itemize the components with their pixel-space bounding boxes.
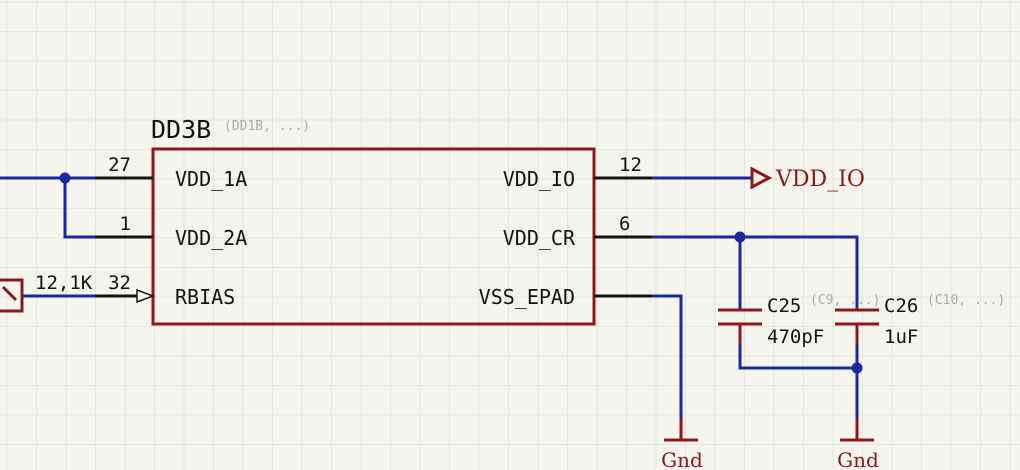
junction-dot-left bbox=[59, 172, 71, 184]
chip-alternate-refs: (DD1B, ...) bbox=[224, 119, 310, 134]
pin-name-vdd-1a: VDD_1A bbox=[175, 167, 247, 191]
pin-input-arrow-icon bbox=[136, 288, 156, 304]
wire-c25-bottom[interactable] bbox=[738, 344, 857, 370]
pin-number-vdd-io: 12 bbox=[619, 154, 642, 176]
net-label-vdd-io[interactable]: VDD_IO bbox=[775, 167, 865, 192]
resistor-value: 12,1K bbox=[35, 272, 93, 294]
wire-vdd-2a[interactable] bbox=[63, 178, 95, 239]
chip-reference: DD3B bbox=[151, 115, 211, 144]
resistor-slash-icon bbox=[1, 285, 18, 302]
capacitor-c26[interactable] bbox=[835, 308, 879, 344]
pin-number-vdd-1a: 27 bbox=[108, 154, 131, 176]
net-port-arrow-icon bbox=[750, 166, 773, 190]
ground-label-1: Gnd bbox=[661, 448, 703, 470]
resistor-symbol[interactable] bbox=[0, 278, 24, 313]
wire-vss-epad[interactable] bbox=[652, 294, 683, 440]
pin-number-vdd-cr: 6 bbox=[619, 213, 630, 235]
ground-symbol-icon[interactable] bbox=[840, 418, 874, 442]
junction-dot-vdd-cr bbox=[734, 231, 746, 243]
c26-reference: C26 bbox=[884, 295, 918, 317]
c25-reference: C25 bbox=[767, 295, 801, 317]
pin-name-rbias: RBIAS bbox=[175, 285, 235, 309]
c25-alternate-refs: (C9, ...) bbox=[810, 293, 880, 308]
capacitor-c25[interactable] bbox=[718, 308, 762, 344]
c25-value: 470pF bbox=[767, 326, 824, 348]
ground-label-2: Gnd bbox=[837, 448, 879, 470]
pin-name-vss-epad: VSS_EPAD bbox=[479, 285, 575, 309]
c26-alternate-refs: (C10, ...) bbox=[927, 293, 1005, 308]
pin-name-vdd-io: VDD_IO bbox=[503, 167, 575, 191]
c26-value: 1uF bbox=[884, 326, 918, 348]
pin-name-vdd-cr: VDD_CR bbox=[503, 226, 576, 250]
pin-name-vdd-2a: VDD_2A bbox=[175, 226, 247, 250]
wire-vdd-cr[interactable] bbox=[652, 235, 859, 310]
pin-number-vdd-2a: 1 bbox=[120, 213, 131, 235]
ground-symbol-icon[interactable] bbox=[664, 418, 698, 442]
pin-number-rbias: 32 bbox=[108, 272, 131, 294]
junction-dot-gnd bbox=[851, 362, 863, 374]
